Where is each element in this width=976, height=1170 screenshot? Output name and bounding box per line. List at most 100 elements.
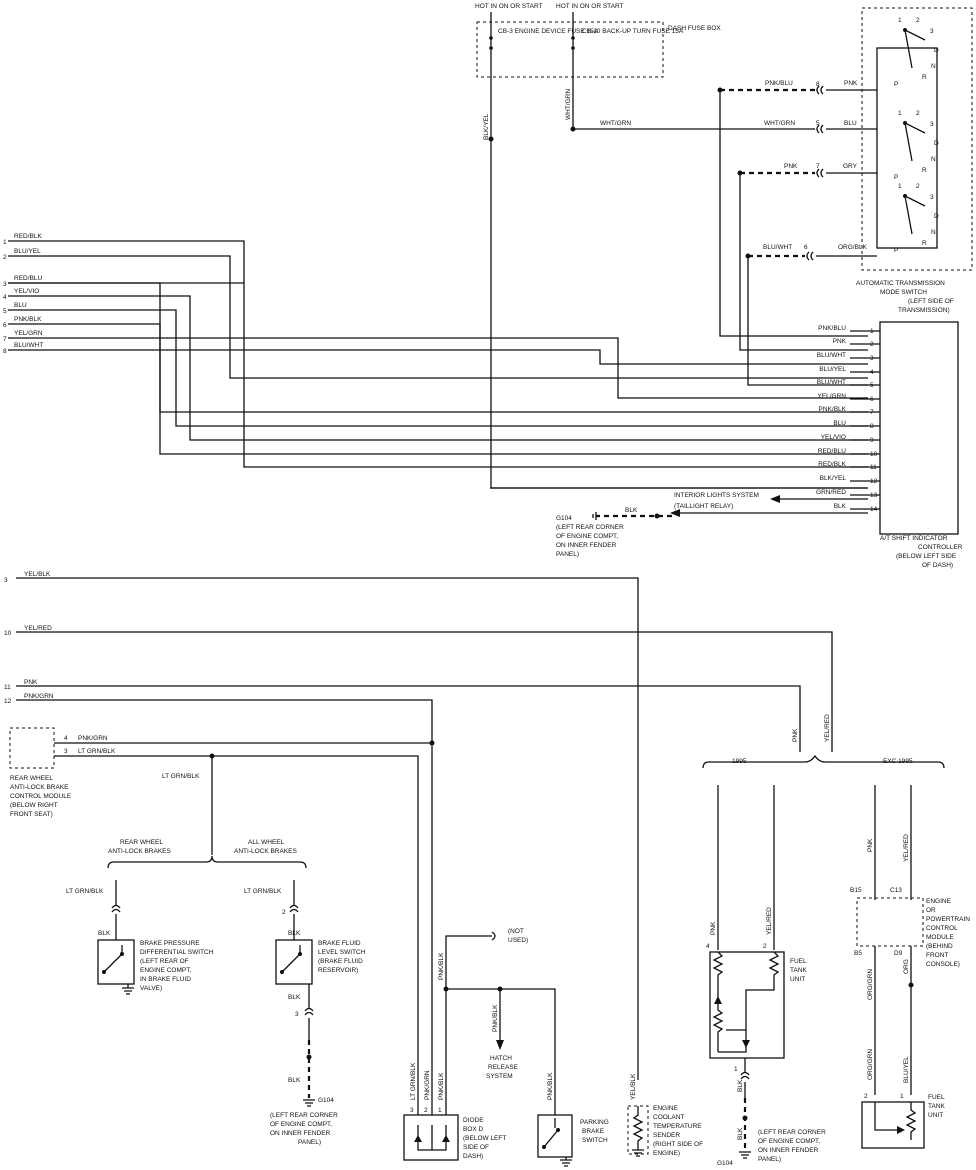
svg-text:P: P <box>894 247 898 254</box>
exc-pin-1: 1 <box>900 1093 904 1100</box>
left-wire-6: YEL/GRN <box>14 330 43 337</box>
exc-d9: D9 <box>894 950 903 957</box>
left-pin-2: 2 <box>3 254 7 261</box>
svg-text:D: D <box>934 140 939 147</box>
left-wire-0: RED/BLK <box>14 233 42 240</box>
g104-top-3: ON INNER FENDER <box>556 542 617 549</box>
svg-text:2: 2 <box>916 183 920 190</box>
svg-text:2: 2 <box>916 110 920 117</box>
exc-orggrn-2: ORG/GRN <box>867 1049 874 1080</box>
svg-text:N: N <box>931 63 936 70</box>
diode-label-2: (BELOW LEFT <box>463 1135 506 1142</box>
ctrl-wire-5: BLU/WHT <box>817 379 846 386</box>
hatch-1: RELEASE <box>488 1064 519 1071</box>
lower-pin-11: 11 <box>4 684 11 691</box>
wire-yelred-down: YEL/RED <box>824 714 831 742</box>
g104-top-0: G104 <box>556 515 572 522</box>
pcm-4: MODULE <box>926 934 954 941</box>
diode-label-1: BOX D <box>463 1126 484 1133</box>
ctrl-wire-12: BLK/YEL <box>820 475 847 482</box>
all-abs-0: ALL WHEEL <box>248 839 285 846</box>
fuel1995-pin-4: 4 <box>706 943 710 950</box>
svg-text:3: 3 <box>930 28 934 35</box>
parking-1: BRAKE <box>582 1128 605 1135</box>
pcm-1: OR <box>926 907 936 914</box>
pcm-2: POWERTRAIN <box>926 916 970 923</box>
ctrl-wire-6: YEL/GRN <box>817 393 846 400</box>
controller-label: A/T SHIFT INDICATOR CONTROLLER (BELOW LE… <box>556 492 963 569</box>
all-abs-1: ANTI-LOCK BRAKES <box>234 848 298 855</box>
diode-wire-ltgrnblk: LT GRN/BLK <box>410 1062 417 1100</box>
hatch-2: SYSTEM <box>486 1073 513 1080</box>
ctrl-wire-8: BLU <box>833 420 846 427</box>
diode-wire-pnkgrn: PNK/GRN <box>424 1070 431 1100</box>
dash-fuse-box-label: DASH FUSE BOX <box>668 25 721 32</box>
fuel1995-g104-1: OF ENGINE COMPT, <box>758 1138 820 1145</box>
wire-pnkblu: PNK/BLU <box>765 80 793 87</box>
level-0: BRAKE FLUID <box>318 940 361 947</box>
coolant-4: (RIGHT SIDE OF <box>653 1141 703 1148</box>
fuel1995-blk2: BLK <box>737 1127 744 1140</box>
not-used-0: (NOT <box>508 928 524 935</box>
brake-blk-3: BLK <box>288 994 301 1001</box>
exc-unit-2: UNIT <box>928 1112 943 1119</box>
svg-text:N: N <box>931 156 936 163</box>
brake-g104: G104 <box>318 1097 334 1104</box>
left-pin-4: 4 <box>3 294 7 301</box>
parking-brake-switch: PNK/BLK PARKING BRAKE SWITCH <box>537 1072 609 1167</box>
coolant-wire: YEL/BLK <box>630 1073 637 1100</box>
brake-blk-4: BLK <box>288 1077 301 1084</box>
svg-text:D: D <box>934 47 939 54</box>
lower-wire-pnk: PNK <box>24 679 38 686</box>
coolant-2: TEMPERATURE <box>653 1123 702 1130</box>
hot-label-1: HOT IN ON OR START <box>475 3 543 10</box>
pressure-0: BRAKE PRESSURE <box>140 940 200 947</box>
mode-switch-label-3: TRANSMISSION) <box>898 307 950 314</box>
switch-feed-wires: PNK/BLU PNK WHT/GRN WHT/GRN BLU PNK GRY … <box>600 80 877 386</box>
ctrl-wire-1: PNK/BLU <box>818 325 846 332</box>
svg-text:3: 3 <box>930 121 934 128</box>
exc-unit-0: FUEL <box>928 1094 945 1101</box>
ctrl-wire-14: BLK <box>834 503 847 510</box>
mode-switch-label-1: MODE SWITCH <box>880 289 927 296</box>
wire-whtgrn-2: WHT/GRN <box>764 120 795 127</box>
brake-pin-2: 2 <box>282 909 286 916</box>
pcm-3: CONTROL <box>926 925 958 932</box>
diode-label-4: DASH) <box>463 1153 483 1160</box>
brake-pin-3: 3 <box>295 1011 299 1018</box>
exc-b5: B5 <box>854 950 862 957</box>
ctrl-wire-11: RED/BLK <box>818 461 846 468</box>
svg-text:R: R <box>922 167 927 174</box>
svg-text:R: R <box>922 74 927 81</box>
level-3: RESERVOIR) <box>318 967 358 974</box>
pcm-5: (BEHIND <box>926 943 953 950</box>
pcm-6: FRONT <box>926 952 948 959</box>
fuel1995-unit-1: TANK <box>790 967 808 974</box>
exc-pnk: PNK <box>867 838 874 852</box>
exc-bluyel: BLU/YEL <box>903 1056 910 1083</box>
g104-top-wire: BLK <box>625 507 638 514</box>
g104-top-2: OF ENGINE COMPT, <box>556 533 618 540</box>
abs-wire-4: PNK/GRN <box>78 735 108 742</box>
ctrl-wire-13: GRN/RED <box>816 489 846 496</box>
exc-org: ORG <box>903 959 910 974</box>
pin-7: 7 <box>816 163 820 170</box>
abs-split-wire: LT GRN/BLK <box>162 773 200 780</box>
wire-blkyel-vertical: BLK/YEL <box>483 113 490 140</box>
ctrl-wire-4: BLU/YEL <box>819 366 846 373</box>
g104-top-4: PANEL) <box>556 551 579 558</box>
wire-whtgrn: WHT/GRN <box>600 120 631 127</box>
brake-g104-3: PANEL) <box>298 1139 321 1146</box>
mode-switch-label-2: (LEFT SIDE OF <box>908 298 954 305</box>
year-1995: 1995 <box>732 758 747 765</box>
taillight-label: (TAILLIGHT RELAY) <box>674 503 733 510</box>
pcm-7: CONSOLE) <box>926 961 960 968</box>
lower-wire-yelred: YEL/RED <box>24 625 52 632</box>
rear-abs-1: ANTI-LOCK BRAKES <box>108 848 172 855</box>
fuel1995-pnk: PNK <box>710 921 717 935</box>
wire-whtgrn-vertical: WHT/GRN <box>565 89 572 120</box>
brake-g104-2: ON INNER FENDER <box>270 1130 331 1137</box>
ctrl-wire-10: RED/BLU <box>818 448 846 455</box>
lower-wire-pnkgrn: PNK/GRN <box>24 693 54 700</box>
